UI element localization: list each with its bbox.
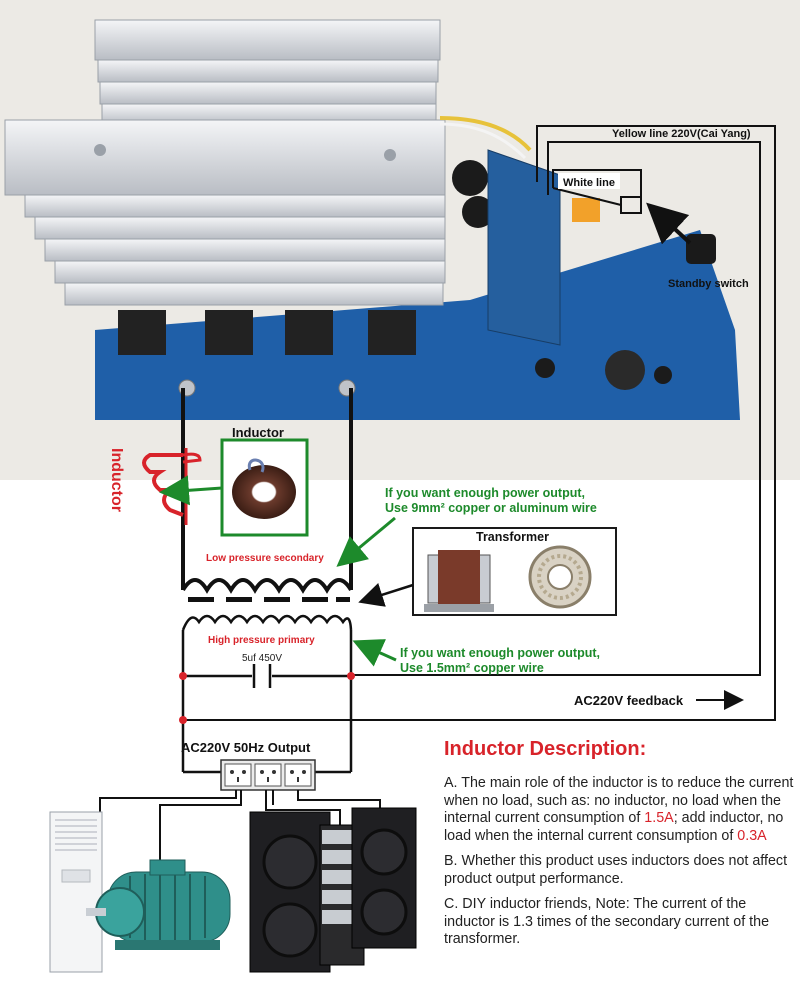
device-cables bbox=[99, 790, 381, 875]
feedback-label: AC220V feedback bbox=[574, 693, 684, 708]
transformer-arrow bbox=[358, 582, 414, 607]
air-conditioner-icon bbox=[49, 811, 103, 973]
inverter-board bbox=[0, 0, 800, 480]
inductor-side-label: Inductor bbox=[108, 448, 125, 512]
electric-motor-icon bbox=[86, 859, 231, 950]
low-pressure-secondary-label: Low pressure secondary bbox=[206, 553, 324, 564]
heatsink-upper bbox=[94, 19, 441, 125]
mosfets bbox=[118, 310, 416, 355]
green-note-2-arrow bbox=[352, 639, 397, 667]
toroid-inductor-icon bbox=[232, 465, 296, 519]
capacitor-label: 5uf 450V bbox=[242, 653, 282, 664]
green-note-2-line2: Use 1.5mm² copper wire bbox=[400, 661, 544, 675]
green-note-1-line2: Use 9mm² copper or aluminum wire bbox=[385, 501, 597, 515]
description-item-c: C. DIY inductor friends, Note: The curre… bbox=[444, 896, 770, 947]
green-note-2-line1: If you want enough power output, bbox=[400, 646, 600, 660]
socket-icon bbox=[284, 763, 312, 787]
secondary-coil bbox=[181, 578, 353, 594]
standby-switch-arrow bbox=[646, 202, 692, 245]
control-board bbox=[487, 149, 561, 346]
description-title: Inductor Description: bbox=[444, 738, 647, 760]
pcb bbox=[95, 230, 740, 420]
socket-icon bbox=[254, 763, 282, 787]
junction-dots bbox=[179, 672, 355, 724]
description-item-b: B. Whether this product uses inductors d… bbox=[444, 853, 788, 887]
high-pressure-primary-label: High pressure primary bbox=[208, 635, 315, 646]
standby-switch-icon bbox=[686, 234, 716, 264]
transformer-label: Transformer bbox=[476, 530, 549, 544]
socket-icon bbox=[224, 763, 252, 787]
primary-coil bbox=[181, 614, 353, 631]
capacitor-symbol bbox=[252, 664, 272, 688]
with-inductor-current-value: 0.3A bbox=[737, 827, 767, 844]
standby-switch-label: Standby switch bbox=[668, 278, 749, 290]
output-sockets bbox=[220, 759, 316, 791]
yellow-line-label: Yellow line 220V(Cai Yang) bbox=[612, 128, 751, 140]
inductor-arrow bbox=[159, 475, 223, 506]
inductor-box-title: Inductor bbox=[232, 425, 284, 440]
inductor-description: Inductor Description: A. The main role o… bbox=[444, 738, 794, 957]
speaker-icon bbox=[249, 811, 331, 973]
primary-wires bbox=[181, 630, 353, 774]
inductor-photo-box bbox=[220, 438, 309, 537]
heatsink-lower bbox=[4, 119, 446, 306]
transformer-core bbox=[188, 597, 350, 602]
green-note-1-line1: If you want enough power output, bbox=[385, 486, 585, 500]
ei-transformer-icon bbox=[424, 550, 494, 612]
speaker-icon bbox=[351, 807, 417, 949]
control-wires bbox=[183, 125, 776, 721]
no-inductor-current-value: 1.5A bbox=[644, 810, 674, 826]
white-line-label: White line bbox=[563, 177, 615, 189]
transformer-box bbox=[412, 527, 617, 616]
green-note-1-arrow bbox=[336, 516, 396, 567]
toroidal-transformer-icon bbox=[528, 545, 592, 609]
output-label: AC220V 50Hz Output bbox=[181, 740, 311, 755]
yellow-line-label-group: Yellow line 220V(Cai Yang) bbox=[612, 128, 751, 140]
description-item-a: A. The main role of the inductor is to r… bbox=[444, 775, 794, 844]
